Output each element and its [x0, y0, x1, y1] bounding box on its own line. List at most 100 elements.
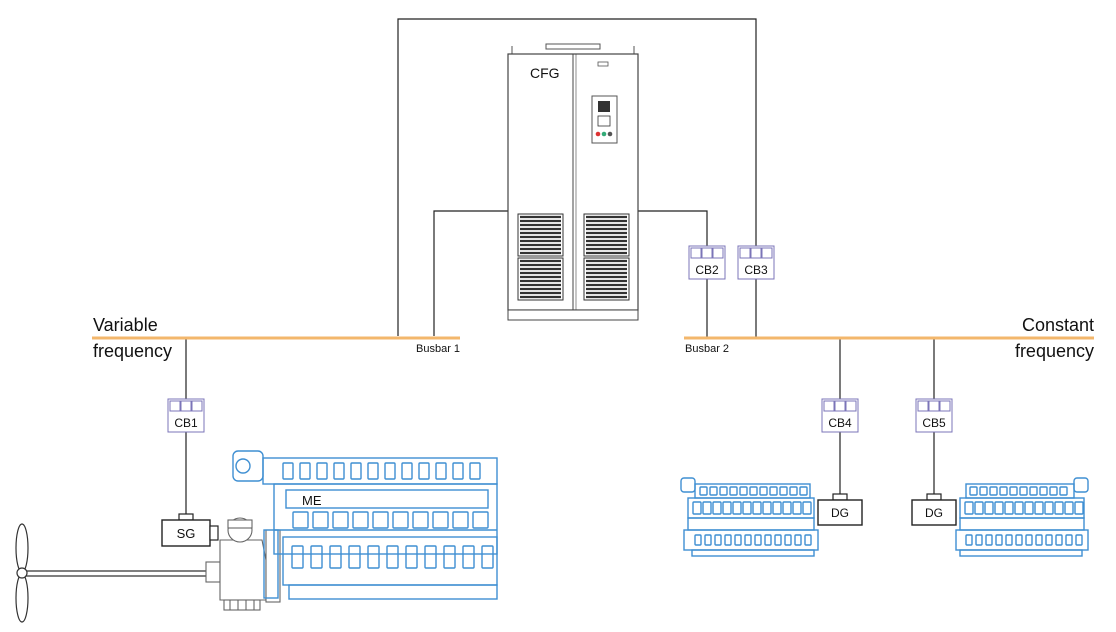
engine-crankcase-door: [764, 534, 772, 546]
engine-crankcase-door: [985, 534, 993, 546]
engine-crankcase-door: [1025, 534, 1033, 546]
engine-crankcase-door: [291, 545, 304, 569]
engine-cylinder: [472, 511, 489, 529]
engine-cylinder-head: [749, 486, 758, 496]
engine-cylinder: [332, 511, 349, 529]
engine-cylinder-head: [709, 486, 718, 496]
engine-crankcase-door: [1055, 534, 1063, 546]
busbar1-label: Busbar 1: [416, 343, 460, 355]
engine-cylinder: [974, 501, 984, 515]
dg-right-label: DG: [925, 506, 943, 520]
engine-cylinder: [392, 511, 409, 529]
engine-cylinder-head: [1009, 486, 1018, 496]
dg-left-label: DG: [831, 506, 849, 520]
shaft-generator[interactable]: SG: [161, 513, 219, 547]
engine-cylinder: [1064, 501, 1074, 515]
engine-cylinder-head: [789, 486, 798, 496]
engine-crankcase-door: [784, 534, 792, 546]
engine-cylinder: [712, 501, 722, 515]
constant-frequency-label-line2: frequency: [1015, 341, 1094, 361]
cfg-cabinet: CFG: [507, 43, 639, 321]
engine-crankcase-door: [754, 534, 762, 546]
engine-cylinder-head: [401, 462, 413, 480]
engine-cylinder: [994, 501, 1004, 515]
engine-crankcase-door: [1045, 534, 1053, 546]
engine-cylinder-head: [1059, 486, 1068, 496]
engine-cylinder-head: [333, 462, 345, 480]
engine-crankcase-door: [348, 545, 361, 569]
engine-crankcase-door: [995, 534, 1003, 546]
engine-cylinder: [412, 511, 429, 529]
engine-crankcase-door: [386, 545, 399, 569]
cfg-louvers: [517, 213, 630, 301]
diesel-engine-left: [680, 477, 819, 557]
cb1-label: CB1: [174, 416, 198, 430]
wire-cfg-cb2: [638, 210, 708, 246]
engine-crankcase-door: [804, 534, 812, 546]
engine-crankcase-door: [405, 545, 418, 569]
engine-cylinder-head: [979, 486, 988, 496]
engine-cylinder: [1044, 501, 1054, 515]
engine-crankcase-door: [310, 545, 323, 569]
engine-cylinder: [312, 511, 329, 529]
cb5-label: CB5: [922, 416, 946, 430]
diesel-engine-right: [955, 477, 1089, 557]
engine-cylinder-head: [779, 486, 788, 496]
engine-cylinder-head: [1019, 486, 1028, 496]
diesel-generator-right[interactable]: DG: [911, 493, 957, 526]
engine-cylinder: [732, 501, 742, 515]
engine-cylinder-head: [384, 462, 396, 480]
engine-crankcase-door: [744, 534, 752, 546]
indicator-light-icon: [595, 131, 601, 137]
engine-crankcase-door: [1015, 534, 1023, 546]
engine-cylinder: [984, 501, 994, 515]
engine-cylinder: [432, 511, 449, 529]
main-engine: ME: [232, 450, 498, 600]
engine-cylinder-head: [316, 462, 328, 480]
engine-cylinder-head: [469, 462, 481, 480]
engine-crankcase-door: [774, 534, 782, 546]
engine-cylinder-head: [769, 486, 778, 496]
engine-crankcase-door: [481, 545, 494, 569]
engine-cylinder-head: [999, 486, 1008, 496]
engine-crankcase-door: [724, 534, 732, 546]
engine-cylinder: [752, 501, 762, 515]
engine-cylinder: [1074, 501, 1084, 515]
engine-cylinder-head: [1039, 486, 1048, 496]
diesel-generator-left[interactable]: DG: [817, 493, 863, 526]
engine-crankcase-door: [1065, 534, 1073, 546]
cb2-label: CB2: [695, 263, 719, 277]
engine-crankcase-door: [367, 545, 380, 569]
engine-cylinder-head: [739, 486, 748, 496]
engine-cylinder: [964, 501, 974, 515]
engine-cylinder: [1004, 501, 1014, 515]
sg-label: SG: [177, 526, 196, 541]
variable-frequency-label-line1: Variable: [93, 315, 158, 335]
engine-cylinder: [352, 511, 369, 529]
gearbox-icon: [205, 517, 281, 611]
circuit-breaker-cb4[interactable]: CB4: [821, 398, 859, 433]
engine-crankcase-door: [734, 534, 742, 546]
circuit-breaker-cb5[interactable]: CB5: [915, 398, 953, 433]
circuit-breaker-cb2[interactable]: CB2: [688, 245, 726, 280]
me-label: ME: [302, 493, 322, 508]
engine-crankcase-door: [329, 545, 342, 569]
engine-cylinder: [792, 501, 802, 515]
engine-cylinder: [802, 501, 812, 515]
engine-crankcase-door: [794, 534, 802, 546]
engine-cylinder-head: [759, 486, 768, 496]
circuit-breaker-cb1[interactable]: CB1: [167, 398, 205, 433]
variable-frequency-label-line2: frequency: [93, 341, 172, 361]
engine-crankcase-door: [462, 545, 475, 569]
engine-cylinder: [702, 501, 712, 515]
engine-crankcase-door: [714, 534, 722, 546]
propeller-icon: [15, 523, 222, 623]
engine-cylinder-head: [418, 462, 430, 480]
engine-cylinder-head: [989, 486, 998, 496]
circuit-breaker-cb3[interactable]: CB3: [737, 245, 775, 280]
engine-cylinder: [1054, 501, 1064, 515]
busbar2-label: Busbar 2: [685, 343, 729, 355]
engine-cylinder-head: [969, 486, 978, 496]
engine-cylinder-head: [1049, 486, 1058, 496]
engine-cylinder: [1024, 501, 1034, 515]
